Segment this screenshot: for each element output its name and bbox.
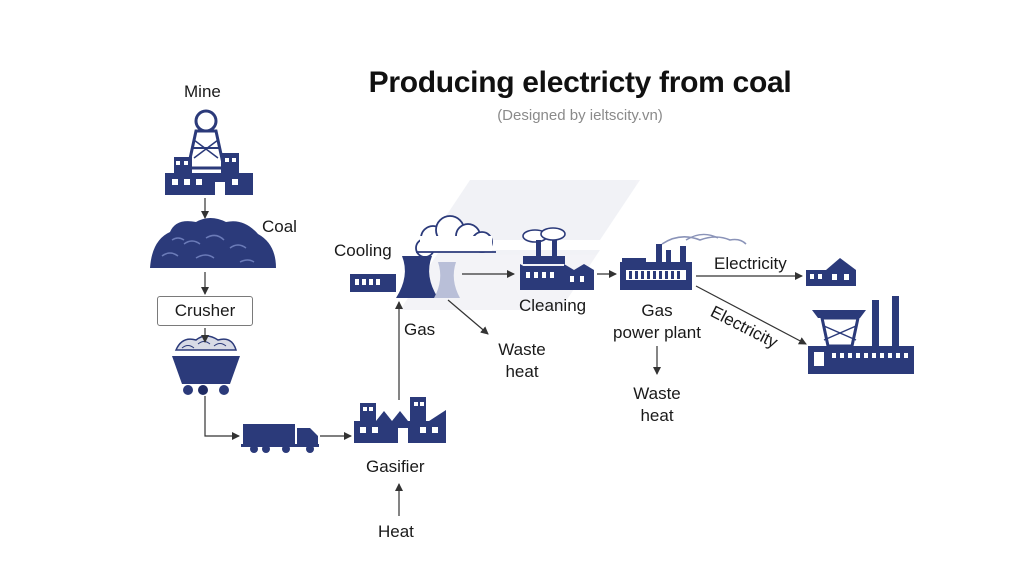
label-coal: Coal	[262, 217, 297, 236]
label-waste-heat-power-plant-line1: Waste	[633, 384, 681, 403]
mine-cart-icon	[172, 335, 240, 395]
mine-icon	[165, 109, 253, 195]
label-gas-power-plant: Gas power plant	[600, 300, 714, 344]
industrial-plant-icon	[808, 296, 914, 374]
label-heat: Heat	[378, 522, 414, 541]
label-waste-heat-cooling-line1: Waste	[498, 340, 546, 359]
cleaning-factory-icon	[520, 227, 594, 290]
gasifier-factory-icon	[354, 397, 446, 443]
diagram-subtitle: (Designed by ieltscity.vn)	[497, 107, 663, 124]
label-mine: Mine	[184, 82, 221, 101]
arrow-cooling-to-waste-heat	[447, 299, 489, 335]
truck-icon	[241, 424, 319, 453]
cooling-tower-icon	[350, 215, 496, 298]
label-gasifier: Gasifier	[366, 457, 425, 476]
flow-arrows	[201, 198, 807, 516]
arrow-cart-to-truck	[204, 396, 240, 440]
label-gas: Gas	[404, 320, 436, 339]
house-icon	[806, 258, 856, 286]
gas-power-plant-icon	[620, 233, 747, 290]
label-gas-power-plant-line1: Gas	[641, 301, 673, 320]
label-gas-power-plant-line2: power plant	[613, 323, 701, 342]
arrow-power-plant-to-industry	[695, 285, 807, 345]
crusher-box: Crusher	[157, 296, 253, 326]
label-electricity-house: Electricity	[714, 254, 787, 273]
label-waste-heat-cooling-line2: heat	[505, 362, 539, 381]
label-waste-heat-cooling: Waste heat	[492, 339, 552, 383]
coal-pile-icon	[150, 218, 276, 268]
label-cooling: Cooling	[334, 241, 392, 260]
label-waste-heat-power-plant-line2: heat	[640, 406, 674, 425]
diagram-title: Producing electricty from coal	[368, 66, 792, 99]
label-cleaning: Cleaning	[519, 296, 587, 315]
label-waste-heat-power-plant: Waste heat	[627, 383, 687, 427]
